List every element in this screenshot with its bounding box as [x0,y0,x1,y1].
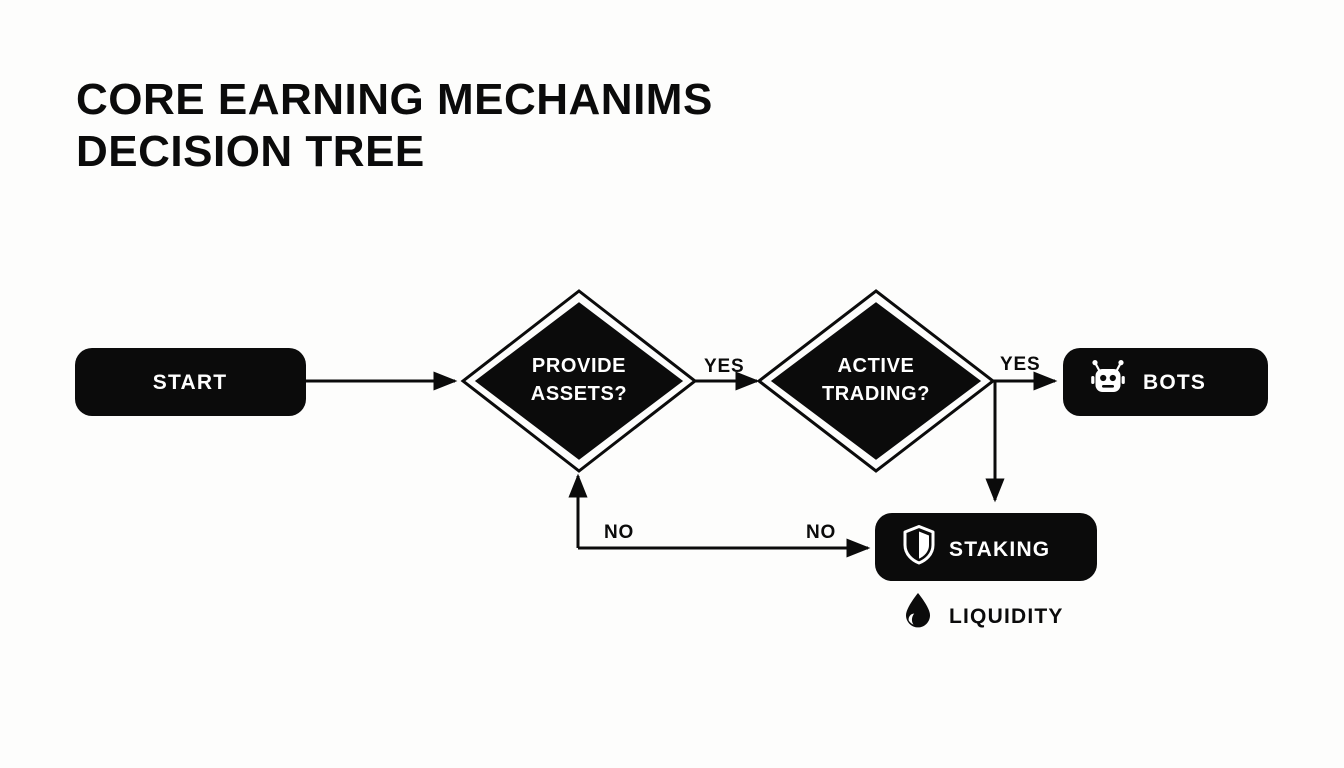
edge-label-no-1: NO [604,522,634,543]
provide-assets-label-line2: ASSETS? [531,383,627,405]
node-staking[interactable]: STAKING [875,513,1097,581]
robot-icon [1091,360,1125,392]
staking-node-label: STAKING [949,538,1050,561]
edge-label-yes-1: YES [704,356,744,377]
active-trading-outer-outline [756,289,996,473]
page-title: CORE EARNING MECHANIMS DECISION TREE [76,74,836,178]
node-provide-assets[interactable]: PROVIDE ASSETS? [460,289,698,473]
node-start[interactable]: START [75,348,306,416]
liquidity-label: LIQUIDITY [949,605,1064,628]
title-line-2: DECISION TREE [76,127,425,176]
node-liquidity[interactable]: LIQUIDITY [906,593,1064,628]
bots-node-label: BOTS [1143,371,1206,394]
edge-label-no-2: NO [806,522,836,543]
start-node-shape [75,348,306,416]
provide-assets-label-line1: PROVIDE [532,355,626,377]
active-trading-label-line2: TRADING? [822,383,930,405]
node-active-trading[interactable]: ACTIVE TRADING? [756,289,996,473]
provide-assets-node-shape [469,297,689,465]
title-line-1: CORE EARNING MECHANIMS [76,75,713,124]
bots-node-shape [1063,348,1268,416]
active-trading-label-line1: ACTIVE [838,355,915,377]
active-trading-node-shape [765,297,987,465]
provide-assets-outer-outline [460,289,698,473]
node-bots[interactable]: BOTS [1063,348,1268,416]
start-node-label: START [153,371,227,394]
shield-icon [903,525,935,565]
droplet-icon [906,593,930,628]
edge-label-yes-2: YES [1000,354,1040,375]
